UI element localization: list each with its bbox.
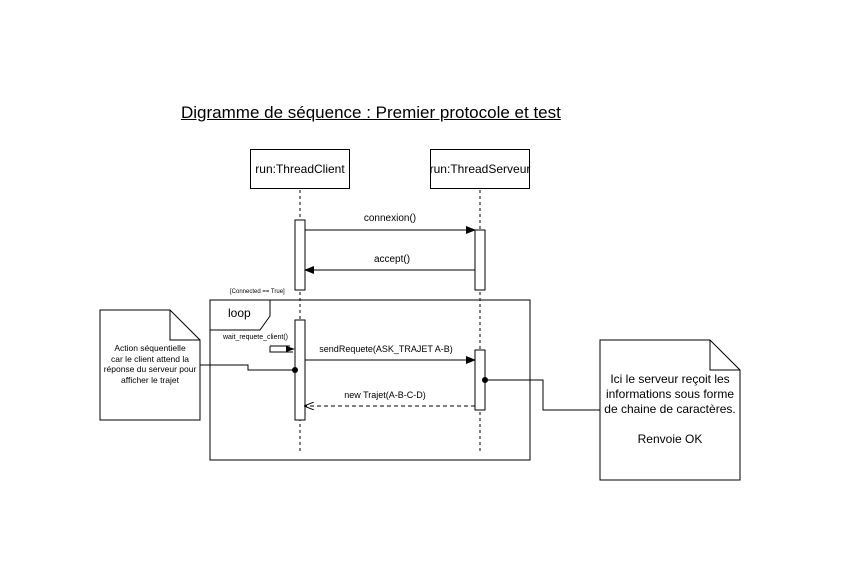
send-requete-label: sendRequete(ASK_TRAJET A-B) xyxy=(319,344,453,354)
connexion-label: connexion() xyxy=(363,213,417,224)
new-trajet-label: new Trajet(A-B-C-D) xyxy=(344,390,426,400)
server-note-shape xyxy=(599,339,741,481)
server-activation-1 xyxy=(474,229,486,291)
server-note-connector xyxy=(485,379,600,411)
client-note-line: afficher le trajet xyxy=(121,374,179,385)
server-note-line: Ici le serveur reçoit les xyxy=(610,372,730,386)
client-note-line: réponse du serveur pour xyxy=(103,364,197,375)
client-note-line: car le client attend la xyxy=(111,353,189,364)
server-note-line xyxy=(600,417,740,432)
server-lifeline-head: run:ThreadServeur xyxy=(430,149,530,189)
wait-self-arrowhead xyxy=(286,346,295,352)
client-activation-1 xyxy=(294,219,306,291)
diagram-title: Digramme de séquence : Premier protocole… xyxy=(181,103,561,122)
server-note-anchor xyxy=(482,377,488,383)
client-note-anchor xyxy=(292,367,298,373)
client-note-fold xyxy=(169,310,200,341)
accept-label: accept() xyxy=(373,254,411,265)
client-lifeline-label: run:ThreadClient xyxy=(255,162,345,176)
client-note-line: Action séquentielle xyxy=(114,343,186,353)
client-note-text: Action séquentielle car le client attend… xyxy=(100,343,200,386)
wait-self-arrow xyxy=(269,346,293,353)
server-note-line: Renvoie OK xyxy=(637,432,703,446)
server-note-line: informations sous forme xyxy=(605,387,735,401)
client-lifeline-head: run:ThreadClient xyxy=(250,149,350,189)
server-note-text: Ici le serveur reçoit les informations s… xyxy=(600,372,740,447)
loop-label: loop xyxy=(228,306,251,320)
loop-tab xyxy=(210,299,271,331)
loop-guard: [Connected == True] xyxy=(230,289,285,295)
server-note-fold xyxy=(709,340,740,371)
server-note-line: de chaine de caractères. xyxy=(604,402,736,416)
server-lifeline-label: run:ThreadServeur xyxy=(429,162,531,176)
client-note-connector xyxy=(200,364,295,371)
wait-label: wait_requete_client() xyxy=(223,334,288,341)
client-note-shape xyxy=(99,309,201,421)
